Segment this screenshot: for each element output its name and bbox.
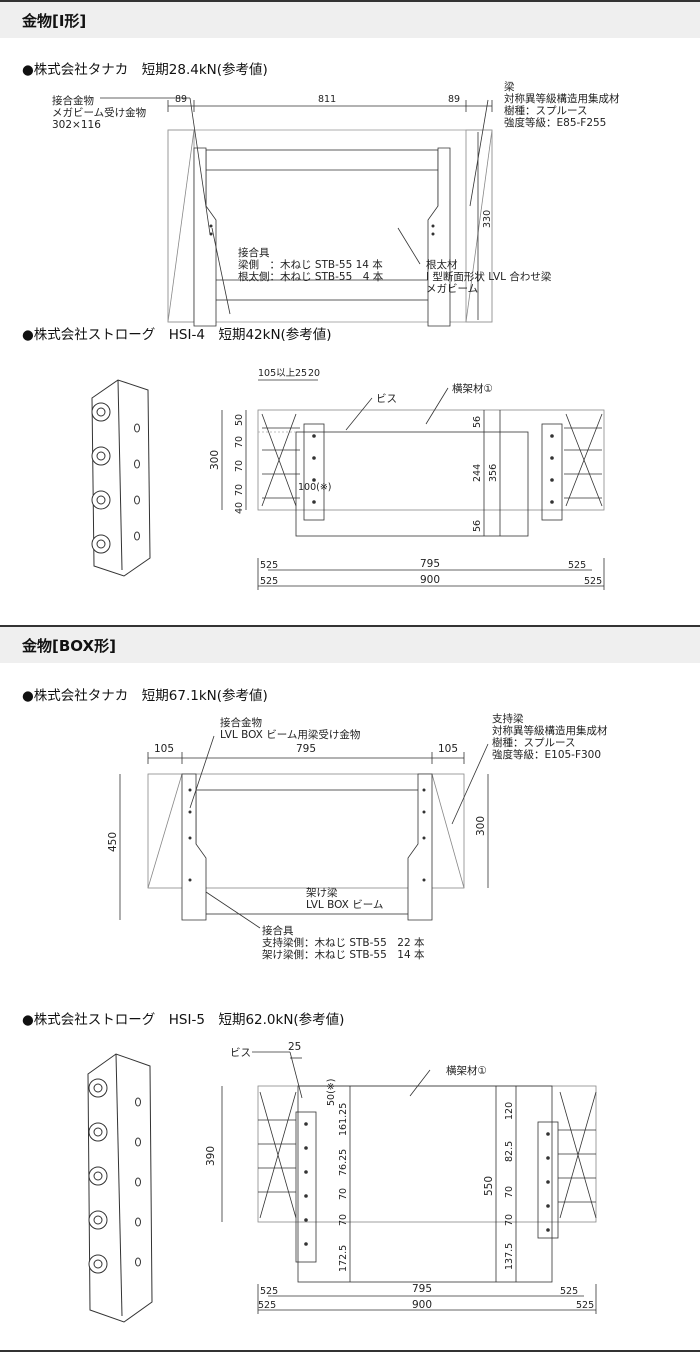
label-beam-2: 樹種：スプルース xyxy=(504,104,587,117)
label-support-1: 対称異等級構造用集成材 xyxy=(492,724,608,737)
label-fastener-2: 架け梁側：木ねじ STB-55 14 本 xyxy=(262,948,425,961)
dim-top-2: 20 xyxy=(308,368,320,379)
dim-330: 330 xyxy=(482,210,493,228)
section-title: 金物[BOX形] xyxy=(22,636,116,655)
dim-525-b: 525 xyxy=(560,1286,578,1297)
dim-105-right: 105 xyxy=(438,743,458,755)
dim-a4: 172.5 xyxy=(338,1245,349,1272)
label-screw: ビス xyxy=(376,393,397,405)
dim-b0: 120 xyxy=(504,1102,515,1120)
dim-525-c: 525 xyxy=(260,576,278,587)
label-fastener-0: 接合具 xyxy=(262,924,294,937)
label-fastener-2: 根太側：木ねじ STB-55 4 本 xyxy=(238,270,384,283)
dim-b1: 82.5 xyxy=(504,1141,515,1162)
label-support-2: 樹種：スプルース xyxy=(492,736,575,749)
dim-b3: 70 xyxy=(504,1214,515,1226)
dim-300: 300 xyxy=(475,816,487,836)
dim-811: 811 xyxy=(318,94,336,105)
dim-390: 390 xyxy=(205,1146,217,1166)
strog-box-heading: ●株式会社ストローグ HSI-5 短期62.0kN(参考値) xyxy=(22,1012,345,1028)
strog-i-diagram: 105以上 25 20 ビス 横架材① 300 50 70 70 70 40 5… xyxy=(91,368,605,590)
dim-525-a: 525 xyxy=(260,560,278,571)
label-connector-1: LVL BOX ビーム用梁受け金物 xyxy=(220,728,360,741)
dim-795: 795 xyxy=(412,1283,432,1295)
dim-note: 50(※) xyxy=(326,1079,337,1106)
dim-b2: 70 xyxy=(504,1186,515,1198)
dim-525-b: 525 xyxy=(568,560,586,571)
dim-a1: 76.25 xyxy=(338,1149,349,1176)
label-joist-0: 根太材 xyxy=(426,258,458,271)
dim-795: 795 xyxy=(420,558,440,570)
section-title: 金物[I形] xyxy=(22,11,87,30)
tanaka-i-heading: ●株式会社タナカ 短期28.4kN(参考値) xyxy=(22,62,268,78)
dim-900: 900 xyxy=(420,574,440,586)
label-beam-1: LVL BOX ビーム xyxy=(306,899,383,911)
label-connector-0: 接合金物 xyxy=(220,716,262,729)
label-member: 横架材① xyxy=(446,1064,487,1077)
dim-b4: 137.5 xyxy=(504,1243,515,1270)
hsi4-bracket-illustration xyxy=(91,379,151,577)
dim-top-1: 25 xyxy=(295,368,307,379)
dim-525-d: 525 xyxy=(584,576,602,587)
label-connector-1: メガビーム受け金物 xyxy=(52,106,146,119)
dim-70c: 70 xyxy=(234,484,245,496)
dim-356: 356 xyxy=(488,464,499,482)
dim-795: 795 xyxy=(296,743,316,755)
dim-900: 900 xyxy=(412,1299,432,1311)
label-connector-2: 302×116 xyxy=(52,119,101,131)
bottom-divider xyxy=(0,1350,700,1352)
dim-89-left: 89 xyxy=(175,94,187,105)
section-header-i-type: 金物[I形] xyxy=(0,0,700,38)
dim-56-bottom: 56 xyxy=(472,520,483,532)
label-joist-1: I 型断面形状 LVL 合わせ梁 xyxy=(426,270,552,283)
dim-50: 50 xyxy=(234,414,245,426)
label-connector-0: 接合金物 xyxy=(52,94,94,107)
label-joist-2: メガビーム xyxy=(426,283,478,295)
strog-box-diagram: ビス 25 50(※) 横架材① 390 161.25 76.25 70 70 … xyxy=(87,1041,597,1323)
dim-a2: 70 xyxy=(338,1188,349,1200)
strog-i-heading: ●株式会社ストローグ HSI-4 短期42kN(参考値) xyxy=(22,327,332,343)
label-beam-0: 架け梁 xyxy=(306,886,338,899)
label-support-0: 支持梁 xyxy=(492,712,524,725)
label-member: 横架材① xyxy=(452,382,493,395)
dim-525-d: 525 xyxy=(576,1300,594,1311)
label-fastener-1: 支持梁側：木ねじ STB-55 22 本 xyxy=(262,936,425,949)
dim-300: 300 xyxy=(209,450,221,470)
label-beam-3: 強度等級：E85-F255 xyxy=(504,116,606,129)
label-fastener-1: 梁側 ：木ねじ STB-55 14 本 xyxy=(238,258,383,271)
dim-40: 40 xyxy=(234,502,245,514)
dim-105-left: 105 xyxy=(154,743,174,755)
dim-note: 100(※) xyxy=(298,482,332,493)
label-support-3: 強度等級：E105-F300 xyxy=(492,748,601,761)
dim-450: 450 xyxy=(107,832,119,852)
label-fastener-0: 接合具 xyxy=(238,246,270,259)
dim-56-top: 56 xyxy=(472,416,483,428)
dim-top-0: 105以上 xyxy=(258,368,296,379)
dim-25: 25 xyxy=(288,1041,301,1053)
dim-a3: 70 xyxy=(338,1214,349,1226)
label-beam-0: 梁 xyxy=(504,80,515,93)
dim-a0: 161.25 xyxy=(338,1103,349,1136)
label-screw: ビス xyxy=(230,1047,251,1059)
dim-550: 550 xyxy=(483,1176,495,1196)
dim-525-c: 525 xyxy=(258,1300,276,1311)
dim-525-a: 525 xyxy=(260,1286,278,1297)
tanaka-i-diagram: 89 811 89 330 接合金物 メガビーム受け金物 302×116 梁 対… xyxy=(52,80,620,327)
label-beam-1: 対称異等級構造用集成材 xyxy=(504,92,620,105)
dim-89-right: 89 xyxy=(448,94,460,105)
tanaka-box-heading: ●株式会社タナカ 短期67.1kN(参考値) xyxy=(22,688,268,704)
tanaka-box-diagram: 105 795 105 450 300 接合金物 LVL BOX ビーム用梁受け… xyxy=(107,712,608,961)
dim-70b: 70 xyxy=(234,460,245,472)
dim-70a: 70 xyxy=(234,436,245,448)
dim-244: 244 xyxy=(472,464,483,482)
hsi5-bracket-illustration xyxy=(87,1053,153,1323)
section-header-box-type: 金物[BOX形] xyxy=(0,625,700,663)
